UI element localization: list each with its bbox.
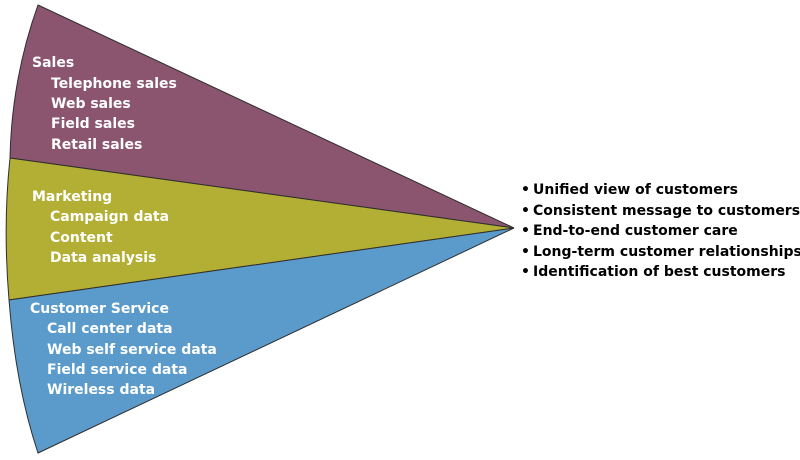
customer-service-item: Field service data <box>47 362 188 378</box>
customer-service-title: Customer Service <box>30 301 169 317</box>
benefit-item: Long-term customer relationships <box>521 242 800 263</box>
customer-service-segment <box>8 227 515 454</box>
marketing-item: Data analysis <box>50 250 156 266</box>
sales-item: Field sales <box>51 116 135 132</box>
marketing-title: Marketing <box>32 189 112 205</box>
marketing-item: Content <box>50 230 113 246</box>
customer-service-item: Wireless data <box>47 382 155 398</box>
sales-item: Retail sales <box>51 137 142 153</box>
benefit-item: End-to-end customer care <box>521 221 800 242</box>
benefit-item: Identification of best customers <box>521 262 800 283</box>
benefit-item: Consistent message to customers <box>521 201 800 222</box>
sales-title: Sales <box>32 55 74 71</box>
sales-item: Telephone sales <box>51 76 177 92</box>
benefits-list: Unified view of customers Consistent mes… <box>521 180 800 283</box>
marketing-item: Campaign data <box>50 209 169 225</box>
benefit-item: Unified view of customers <box>521 180 800 201</box>
sales-item: Web sales <box>51 96 131 112</box>
customer-service-item: Call center data <box>47 321 173 337</box>
customer-service-item: Web self service data <box>47 342 217 358</box>
